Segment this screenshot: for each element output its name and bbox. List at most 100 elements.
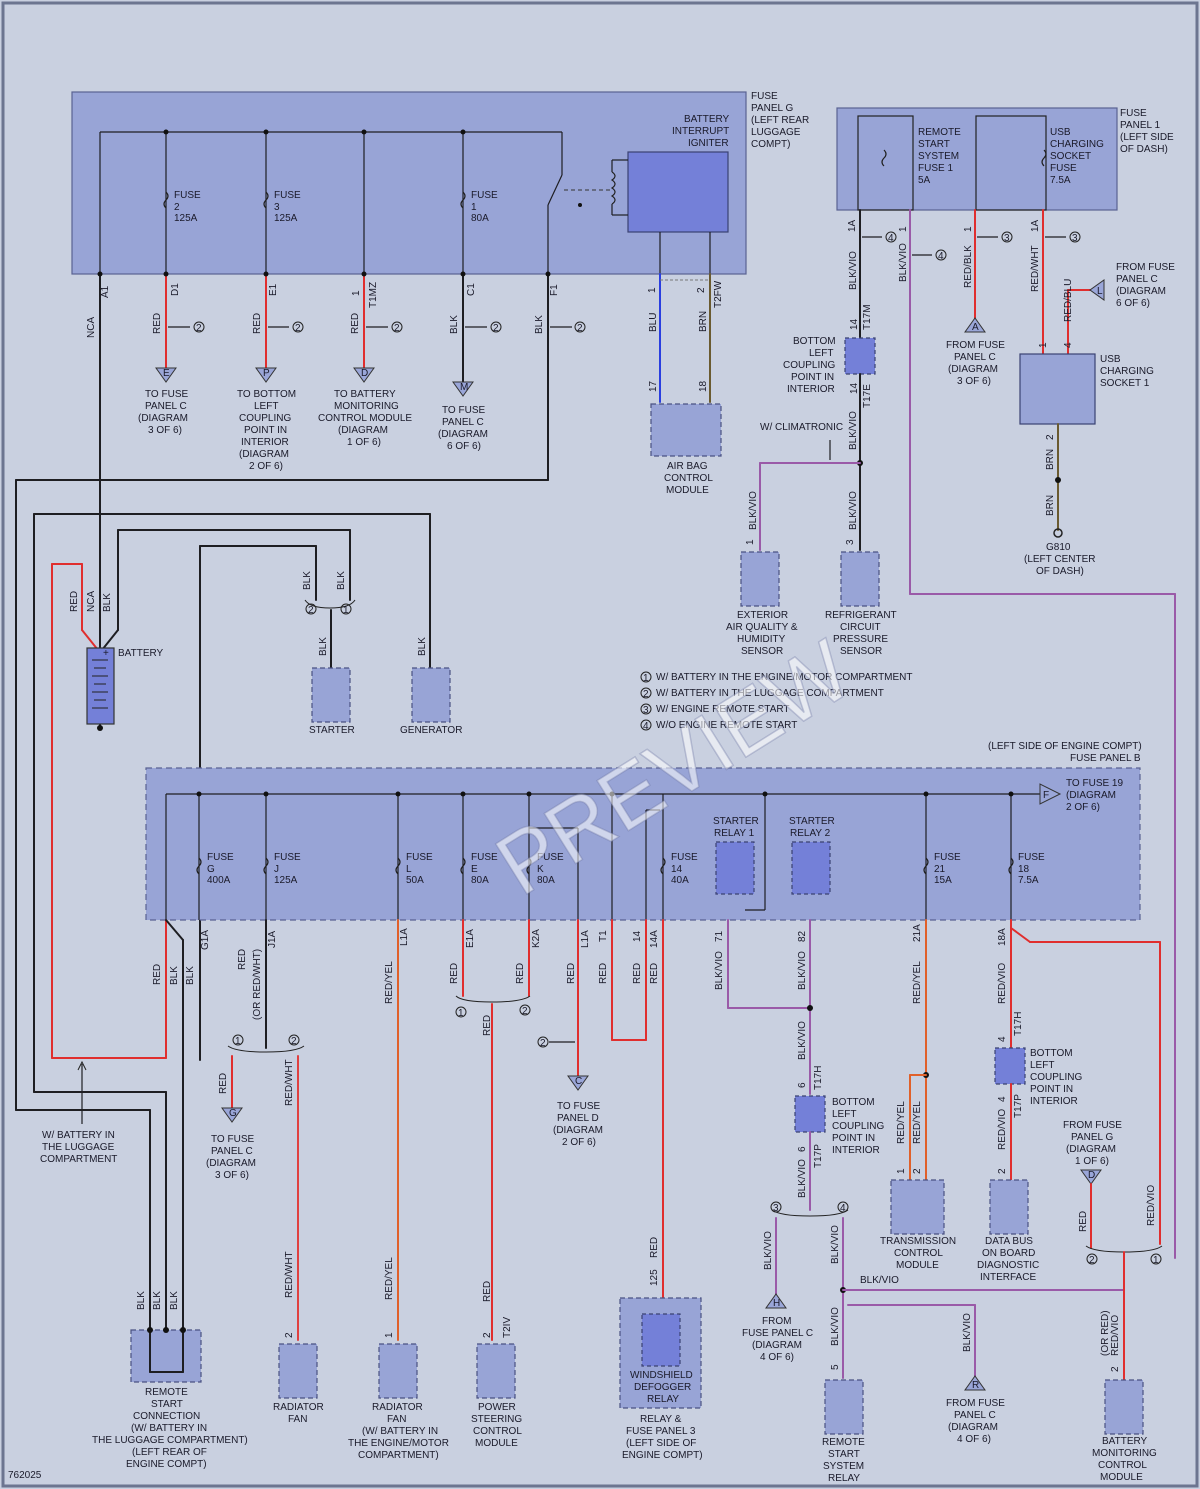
- svg-text:2: 2: [1089, 1255, 1095, 1266]
- svg-text:17: 17: [648, 380, 659, 392]
- svg-text:RED/BLU: RED/BLU: [1063, 279, 1074, 322]
- svg-text:BLK: BLK: [318, 637, 329, 656]
- svg-text:PANEL D: PANEL D: [557, 1113, 599, 1124]
- svg-text:REMOTE: REMOTE: [822, 1437, 865, 1448]
- svg-text:RED: RED: [515, 963, 526, 984]
- svg-text:(DIAGRAM: (DIAGRAM: [1066, 1144, 1116, 1155]
- igniter-label: BATTERY: [684, 114, 730, 125]
- svg-text:COMPARTMENT: COMPARTMENT: [40, 1154, 117, 1165]
- svg-text:SYSTEM: SYSTEM: [918, 151, 959, 162]
- svg-text:CONTROL: CONTROL: [1098, 1460, 1147, 1471]
- svg-text:T17P: T17P: [813, 1144, 824, 1168]
- svg-text:PANEL 1: PANEL 1: [1120, 120, 1160, 131]
- svg-text:USB: USB: [1100, 354, 1121, 365]
- svg-text:2: 2: [540, 1038, 546, 1049]
- svg-text:125A: 125A: [174, 213, 198, 224]
- fuse-panel-1-title: FUSE: [1120, 108, 1147, 119]
- usb-charging-socket: [1019, 353, 1096, 425]
- svg-text:RELAY: RELAY: [647, 1394, 679, 1405]
- svg-text:T1: T1: [598, 930, 609, 942]
- fuse-1-label: FUSE: [471, 190, 498, 201]
- svg-text:2: 2: [308, 605, 314, 616]
- coupling-point-top: [844, 337, 876, 375]
- svg-text:BLK: BLK: [302, 571, 313, 590]
- svg-text:POINT IN: POINT IN: [244, 425, 287, 436]
- svg-text:FUSE: FUSE: [1018, 852, 1045, 863]
- svg-text:BLK/VIO: BLK/VIO: [830, 1225, 841, 1264]
- svg-text:USB: USB: [1050, 127, 1071, 138]
- svg-text:AIR BAG: AIR BAG: [667, 461, 708, 472]
- svg-text:RED/YEL: RED/YEL: [384, 1257, 395, 1300]
- svg-text:(OR RED/WHT): (OR RED/WHT): [252, 949, 263, 1020]
- svg-text:FUSE PANEL C: FUSE PANEL C: [742, 1328, 813, 1339]
- svg-text:4: 4: [1063, 342, 1074, 348]
- svg-text:RED: RED: [69, 591, 80, 612]
- svg-text:W/ CLIMATRONIC: W/ CLIMATRONIC: [760, 422, 843, 433]
- svg-text:1: 1: [647, 287, 658, 293]
- svg-text:RED/WHT: RED/WHT: [284, 1059, 295, 1106]
- svg-text:A1: A1: [100, 285, 111, 298]
- svg-text:3: 3: [274, 202, 280, 213]
- svg-text:5A: 5A: [918, 175, 931, 186]
- svg-text:RED/YEL: RED/YEL: [384, 961, 395, 1004]
- svg-text:T17P: T17P: [1013, 1094, 1024, 1118]
- svg-text:2: 2: [295, 323, 301, 334]
- fuse-2-label: FUSE: [174, 190, 201, 201]
- svg-text:BLK: BLK: [417, 637, 428, 656]
- svg-text:FAN: FAN: [387, 1414, 406, 1425]
- svg-text:15A: 15A: [934, 875, 952, 886]
- svg-text:CHARGING: CHARGING: [1050, 139, 1104, 150]
- svg-text:(LEFT REAR: (LEFT REAR: [751, 115, 809, 126]
- svg-text:TO FUSE: TO FUSE: [442, 405, 485, 416]
- fuse-panel-g: FUSE 2 125A FUSE 3 125A FUSE 1 80A BATTE…: [71, 91, 747, 275]
- generator: [411, 667, 451, 723]
- svg-text:80A: 80A: [537, 875, 555, 886]
- svg-text:POWER: POWER: [478, 1402, 516, 1413]
- svg-text:(DIAGRAM: (DIAGRAM: [1116, 286, 1166, 297]
- svg-text:RED: RED: [1078, 1211, 1089, 1232]
- remote-start-relay: [824, 1379, 864, 1435]
- svg-text:7.5A: 7.5A: [1018, 875, 1039, 886]
- svg-text:RELAY 2: RELAY 2: [790, 828, 831, 839]
- airbag-control-module: [650, 403, 722, 457]
- battery: [86, 647, 115, 725]
- svg-text:RADIATOR: RADIATOR: [372, 1402, 423, 1413]
- remote-start-connection: [130, 1329, 202, 1383]
- svg-text:CONTROL: CONTROL: [894, 1248, 943, 1259]
- svg-text:TRANSMISSION: TRANSMISSION: [880, 1236, 956, 1247]
- transmission-control-module: [890, 1179, 945, 1235]
- svg-text:3 OF 6): 3 OF 6): [957, 376, 991, 387]
- svg-text:TO FUSE: TO FUSE: [557, 1101, 600, 1112]
- svg-text:RED/YEL: RED/YEL: [912, 1101, 923, 1144]
- svg-text:RED: RED: [632, 963, 643, 984]
- svg-text:INTERIOR: INTERIOR: [1030, 1096, 1078, 1107]
- svg-text:POINT IN: POINT IN: [791, 372, 834, 383]
- svg-text:BLK/VIO: BLK/VIO: [962, 1313, 973, 1352]
- svg-text:REMOTE: REMOTE: [145, 1387, 188, 1398]
- svg-text:RED/WHT: RED/WHT: [284, 1251, 295, 1298]
- svg-text:PANEL G: PANEL G: [1071, 1132, 1113, 1143]
- svg-text:TO FUSE 19: TO FUSE 19: [1066, 778, 1123, 789]
- svg-text:SYSTEM: SYSTEM: [823, 1461, 864, 1472]
- svg-text:1: 1: [643, 673, 649, 684]
- svg-text:6 OF 6): 6 OF 6): [1116, 298, 1150, 309]
- svg-text:PANEL G: PANEL G: [751, 103, 793, 114]
- svg-text:MODULE: MODULE: [666, 485, 709, 496]
- svg-text:2: 2: [394, 323, 400, 334]
- svg-text:COUPLING: COUPLING: [783, 360, 835, 371]
- svg-text:RED: RED: [350, 313, 361, 334]
- fuse-panel-b-title: (LEFT SIDE OF ENGINE COMPT): [988, 741, 1142, 752]
- svg-text:3: 3: [643, 705, 649, 716]
- svg-text:2: 2: [1045, 434, 1056, 440]
- coupling-point-right: [994, 1047, 1026, 1085]
- svg-text:P: P: [263, 368, 270, 379]
- svg-text:BLK/VIO: BLK/VIO: [748, 491, 759, 530]
- svg-text:E: E: [471, 864, 478, 875]
- svg-text:1: 1: [745, 539, 756, 545]
- svg-text:T1MZ: T1MZ: [368, 282, 379, 308]
- svg-text:3 OF 6): 3 OF 6): [215, 1170, 249, 1181]
- svg-text:PANEL C: PANEL C: [1116, 274, 1158, 285]
- svg-text:1: 1: [384, 1332, 395, 1338]
- svg-text:T17H: T17H: [1013, 1012, 1024, 1036]
- svg-text:E1: E1: [268, 283, 279, 296]
